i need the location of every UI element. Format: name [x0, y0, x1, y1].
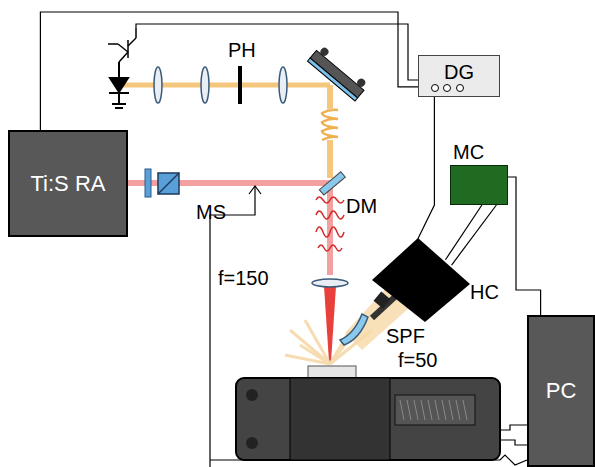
signal-wire	[508, 177, 541, 315]
photodiode	[109, 62, 129, 108]
camera-box: HC	[370, 236, 472, 324]
laser-box: Ti:S RA	[8, 130, 128, 237]
terminal	[431, 84, 439, 92]
signal-wire	[452, 205, 497, 265]
delay-generator-box: DG	[418, 55, 500, 97]
node-label: DG	[444, 56, 474, 82]
pinhole-label: PH	[228, 40, 256, 60]
transistor	[108, 28, 136, 62]
filter-label: SPF	[386, 326, 425, 346]
stage-wire	[500, 440, 527, 445]
node-label: PC	[546, 380, 577, 402]
mirror-mount	[308, 44, 370, 101]
polarizer-cube	[158, 173, 179, 194]
pinhole	[238, 66, 242, 104]
computer-box: PC	[527, 315, 595, 467]
parabolic-mirror	[340, 314, 368, 345]
lens-label: f=150	[218, 268, 269, 288]
controller-box: MC	[450, 165, 508, 205]
pulse-wave	[316, 197, 344, 251]
translation-stage	[236, 378, 500, 460]
waveplate	[145, 169, 151, 197]
mirror-label: f=50	[398, 350, 437, 370]
node-label: Ti:S RA	[31, 173, 106, 195]
terminal	[456, 84, 464, 92]
camera-outline	[370, 236, 472, 324]
signal-beam	[327, 140, 333, 178]
mirror-label: DM	[346, 196, 377, 216]
focused-beam	[324, 286, 336, 362]
lens	[154, 67, 287, 103]
trigger-wire	[136, 24, 418, 80]
signal-beam	[122, 83, 330, 88]
node-label: HC	[470, 282, 499, 302]
node-label: MC	[453, 142, 484, 162]
focusing-lens	[312, 279, 348, 287]
sample	[308, 366, 356, 378]
signal-wire	[418, 97, 434, 239]
stage-wire	[500, 425, 527, 430]
signal-wire	[40, 12, 418, 130]
shutter-label: MS	[196, 202, 226, 222]
signal-wave	[322, 110, 338, 140]
terminal	[443, 84, 451, 92]
